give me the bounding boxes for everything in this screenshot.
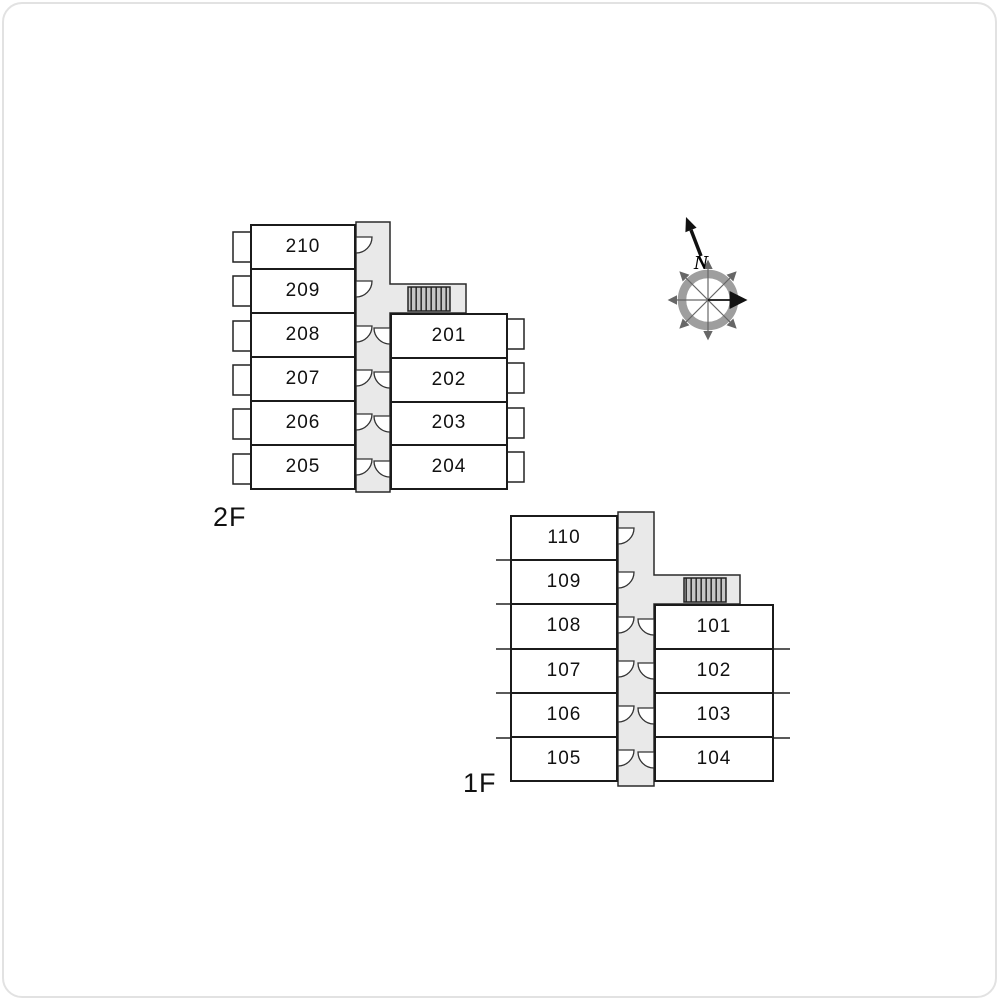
door-arc xyxy=(617,527,635,545)
window-tab xyxy=(232,231,252,263)
window-tab xyxy=(505,362,525,394)
room-cell: 105 xyxy=(512,735,616,780)
room-cell: 207 xyxy=(252,356,354,400)
door-arc xyxy=(637,662,655,680)
room-cell: 205 xyxy=(252,444,354,488)
window-tab xyxy=(232,275,252,307)
window-tab xyxy=(505,318,525,350)
door-arcs-2f-right xyxy=(373,327,391,478)
room-cell: 102 xyxy=(656,648,772,692)
room-cell: 209 xyxy=(252,268,354,312)
window-tab xyxy=(232,320,252,352)
window-tab xyxy=(232,408,252,440)
door-arc xyxy=(355,280,373,298)
room-cell: 202 xyxy=(392,356,506,401)
room-cell: 210 xyxy=(285,236,321,257)
staircase-icon-2f xyxy=(407,286,451,312)
room-cell: 106 xyxy=(512,691,616,736)
compass-north-label: N xyxy=(693,252,710,274)
window-tab xyxy=(232,364,252,396)
door-arc xyxy=(373,460,391,478)
compass-rose: N xyxy=(667,217,748,341)
door-arc xyxy=(355,413,373,431)
door-arcs-1f-right xyxy=(637,618,655,769)
compass-north-arrow xyxy=(685,217,703,257)
door-arc xyxy=(373,415,391,433)
window-tab xyxy=(232,453,252,485)
floor-label-1f: 1F xyxy=(463,768,497,798)
door-arc xyxy=(373,371,391,389)
floor-label-2f: 2F xyxy=(213,502,247,532)
room-cell: 203 xyxy=(392,400,506,445)
room-cell: 204 xyxy=(392,444,506,488)
door-arc xyxy=(355,325,373,343)
room-column-1f-left: 110 109 108 107 106 105 xyxy=(510,515,618,782)
room-cell: 206 xyxy=(252,400,354,444)
room-cell: 108 xyxy=(512,603,616,647)
door-arc xyxy=(355,236,373,254)
window-tabs-2f xyxy=(232,231,525,485)
room-cell: 208 xyxy=(252,312,354,356)
door-arc xyxy=(637,618,655,636)
room-cell: 201 xyxy=(431,324,467,346)
door-arc xyxy=(373,327,391,345)
door-arcs-2f-left xyxy=(355,236,373,476)
room-cell: 101 xyxy=(696,616,732,637)
room-cell: 107 xyxy=(512,647,616,692)
window-tab xyxy=(505,451,525,483)
door-arc xyxy=(355,369,373,387)
door-arc xyxy=(637,751,655,769)
room-column-2f-left: 210 209 208 207 206 205 xyxy=(250,224,356,490)
door-arc xyxy=(617,660,635,678)
door-arcs-1f-left xyxy=(617,527,635,767)
window-tab xyxy=(505,407,525,439)
compass-spokes xyxy=(667,259,737,341)
room-cell: 104 xyxy=(656,736,772,780)
door-arc xyxy=(637,707,655,725)
room-column-1f-right: 101 102 103 104 xyxy=(654,604,774,782)
room-cell: 103 xyxy=(656,692,772,736)
door-arc xyxy=(617,705,635,723)
staircase-icon-1f xyxy=(683,577,727,603)
room-cell: 109 xyxy=(512,559,616,603)
door-arc xyxy=(617,749,635,767)
room-column-2f-right: 201 202 203 204 xyxy=(390,313,508,490)
room-cell: 110 xyxy=(547,527,581,549)
door-arc xyxy=(617,616,635,634)
wall-ticks-1f xyxy=(496,559,790,739)
door-arc xyxy=(355,458,373,476)
door-arc xyxy=(617,571,635,589)
